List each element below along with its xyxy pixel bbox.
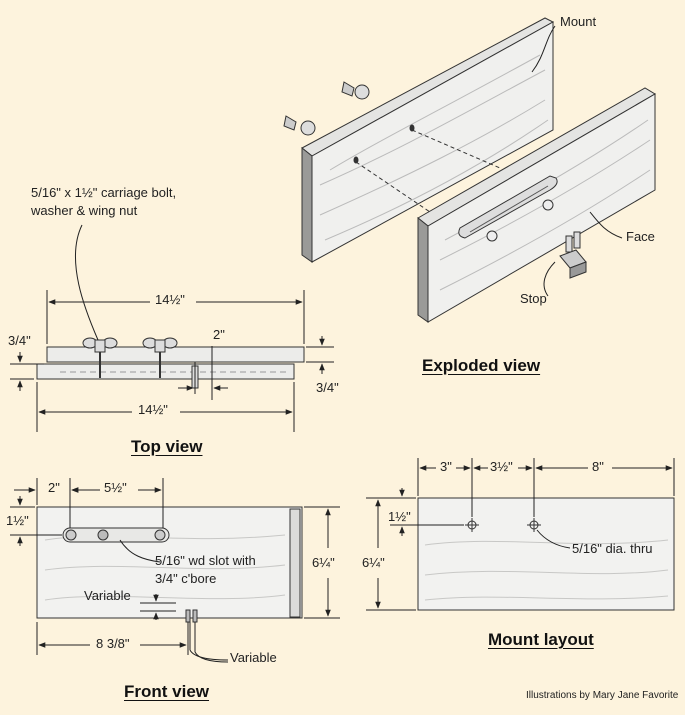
hole-note: 5/16" dia. thru	[572, 541, 653, 556]
illustration-credit: Illustrations by Mary Jane Favorite	[526, 690, 679, 701]
wing-nut-lower	[283, 115, 316, 136]
front-view-title: Front view	[124, 682, 210, 701]
top-view-drawing	[36, 337, 305, 389]
mount-first-hole: 3"	[440, 459, 452, 474]
top-view-title: Top view	[131, 437, 203, 456]
mount-remainder: 8"	[592, 459, 604, 474]
slot-callout-line2: 3/4" c'bore	[155, 571, 217, 586]
mount-layout-board	[417, 497, 675, 611]
top-view-dimensions	[10, 290, 334, 432]
top-thickness-right: 3/4"	[316, 380, 339, 395]
variable-bottom-label: Variable	[230, 650, 277, 665]
mount-height: 6¼"	[362, 555, 385, 570]
front-hole-spacing: 5½"	[104, 480, 127, 495]
front-slot-height: 1½"	[6, 513, 29, 528]
front-face-board	[36, 506, 303, 619]
mount-layout-drawing	[417, 497, 675, 611]
variable-front-label: Variable	[84, 588, 131, 603]
mount-hole-spacing: 3½"	[490, 459, 513, 474]
mount-layout-title: Mount layout	[488, 630, 594, 649]
top-stop-offset: 2"	[213, 327, 225, 342]
stop-block	[559, 231, 587, 279]
front-edge-offset: 2"	[48, 480, 60, 495]
face-label: Face	[626, 229, 655, 244]
front-slot	[62, 527, 170, 543]
top-mount-board	[46, 346, 305, 363]
mount-label: Mount	[560, 14, 597, 29]
bolt-callout-line2: washer & wing nut	[31, 203, 138, 218]
front-view-dimensions	[10, 478, 340, 663]
wing-nut-upper	[341, 81, 370, 100]
front-height: 6¼"	[312, 555, 335, 570]
mount-hole-height: 1½"	[388, 509, 411, 524]
exploded-view-drawing	[283, 17, 656, 323]
top-length-lower: 14½"	[138, 402, 168, 417]
front-stop-position: 8 3/8"	[96, 636, 130, 651]
top-thickness-left: 3/4"	[8, 333, 31, 348]
mount-layout-dimensions	[366, 458, 675, 611]
bolt-callout-line1: 5/16" x 1½" carriage bolt,	[31, 185, 177, 200]
top-length-upper: 14½"	[155, 292, 185, 307]
exploded-view-title: Exploded view	[422, 356, 541, 375]
slot-callout-line1: 5/16" wd slot with	[155, 553, 256, 568]
stop-label: Stop	[520, 291, 547, 306]
front-view-drawing	[36, 506, 303, 623]
